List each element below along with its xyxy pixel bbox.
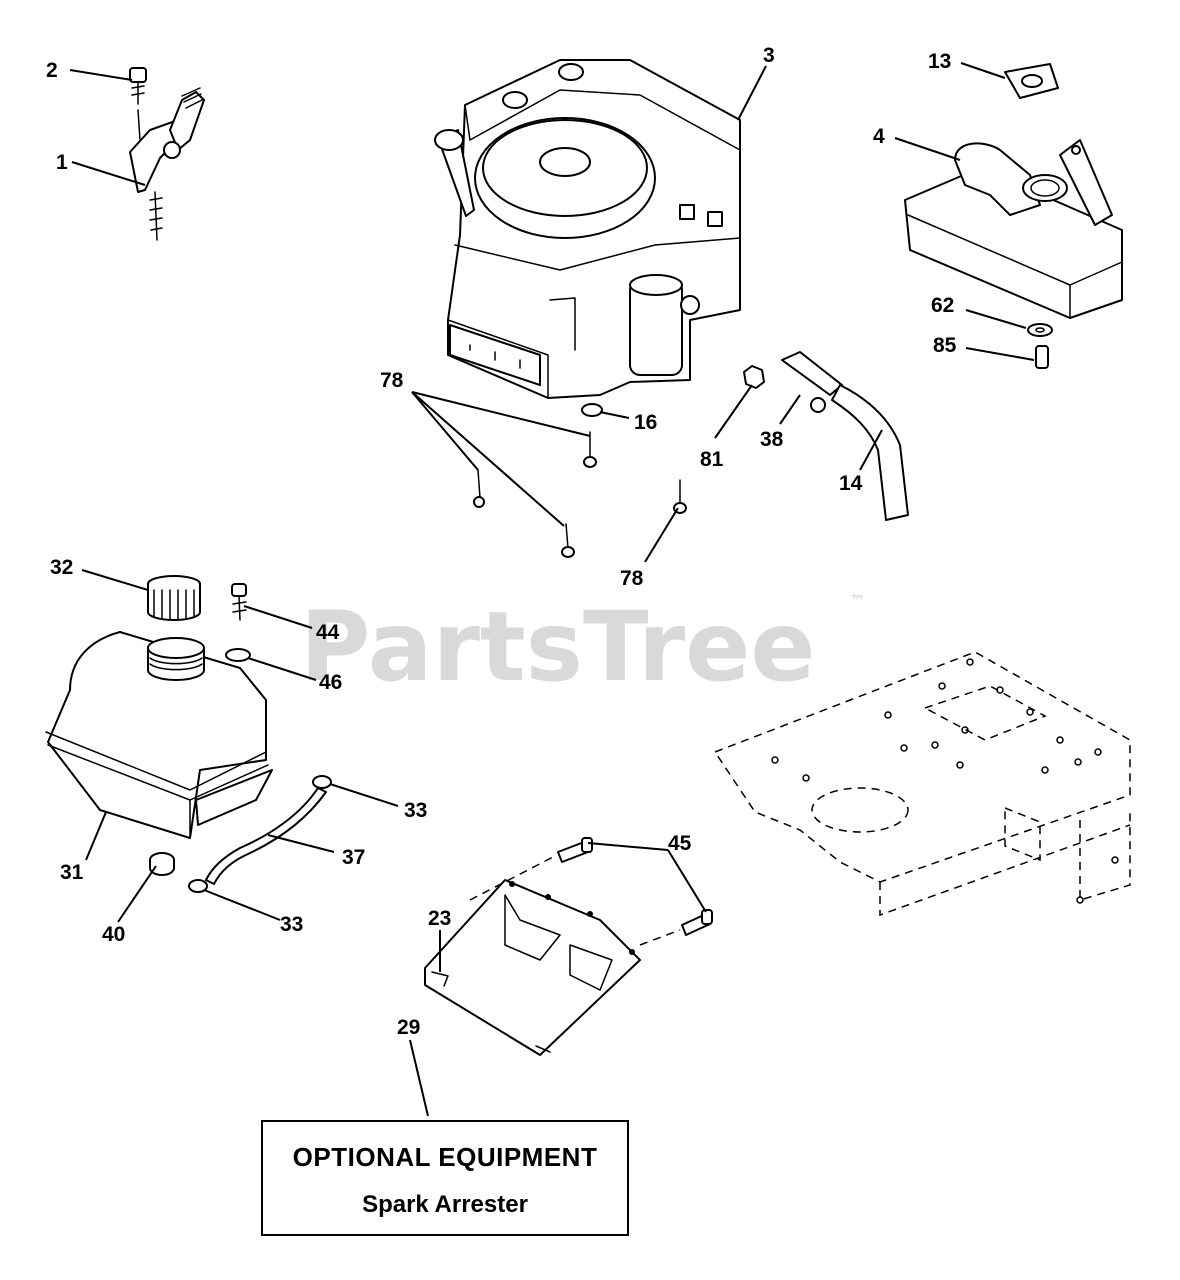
label-78-upper[interactable]: 78 xyxy=(380,369,404,392)
fuel-line[interactable] xyxy=(205,787,327,885)
label-38[interactable]: 38 xyxy=(760,428,784,451)
engine-bolts[interactable] xyxy=(473,431,687,558)
fuel-connector[interactable] xyxy=(781,351,843,413)
label-46[interactable]: 46 xyxy=(319,671,342,694)
label-45[interactable]: 45 xyxy=(668,832,692,855)
label-78-lower[interactable]: 78 xyxy=(620,567,644,590)
bolt-45-upper[interactable] xyxy=(469,837,593,901)
label-62[interactable]: 62 xyxy=(931,294,954,317)
nut-81[interactable] xyxy=(743,365,765,389)
heat-shield[interactable] xyxy=(424,879,641,1056)
label-81[interactable]: 81 xyxy=(700,448,724,471)
label-16[interactable]: 16 xyxy=(634,411,657,434)
label-33-upper[interactable]: 33 xyxy=(404,799,427,822)
label-23[interactable]: 23 xyxy=(428,907,451,930)
hose-clamp-upper[interactable] xyxy=(312,775,332,789)
fuel-hose[interactable] xyxy=(831,384,909,521)
label-2[interactable]: 2 xyxy=(46,59,58,82)
fuel-cap[interactable] xyxy=(147,575,201,621)
washer-16[interactable] xyxy=(581,403,603,417)
hose-clamp-lower[interactable] xyxy=(188,879,208,893)
muffler-gasket[interactable] xyxy=(1004,63,1059,99)
watermark-trademark: ™ xyxy=(850,592,865,610)
label-40[interactable]: 40 xyxy=(102,923,125,946)
spark-arrester-label: Spark Arrester xyxy=(362,1191,528,1218)
washer-46[interactable] xyxy=(225,648,251,662)
label-4[interactable]: 4 xyxy=(873,125,885,148)
label-31[interactable]: 31 xyxy=(60,861,84,884)
label-33-lower[interactable]: 33 xyxy=(280,913,303,936)
label-13[interactable]: 13 xyxy=(928,50,951,73)
label-85[interactable]: 85 xyxy=(933,334,957,357)
muffler-bolt[interactable] xyxy=(1035,345,1049,369)
muffler[interactable] xyxy=(904,139,1123,319)
leader-lines xyxy=(69,62,1035,1117)
bolt-45-lower[interactable] xyxy=(639,909,713,946)
label-3[interactable]: 3 xyxy=(763,44,775,67)
watermark: PartsTree ™ xyxy=(300,591,865,703)
engine[interactable] xyxy=(434,59,741,399)
label-14[interactable]: 14 xyxy=(839,472,863,495)
label-1[interactable]: 1 xyxy=(56,151,68,174)
label-32[interactable]: 32 xyxy=(50,556,73,579)
optional-equipment-box: OPTIONAL EQUIPMENT Spark Arrester xyxy=(261,1120,629,1236)
throttle-control-lever[interactable] xyxy=(129,87,205,241)
tractor-frame xyxy=(713,651,1131,917)
lever-screw[interactable] xyxy=(129,67,147,141)
screw-44[interactable] xyxy=(231,583,247,621)
bushing-40[interactable] xyxy=(149,852,175,876)
part-labels: 2 1 3 13 4 62 85 78 16 81 38 14 78 32 44… xyxy=(46,44,957,1039)
label-29[interactable]: 29 xyxy=(397,1016,420,1039)
optional-equipment-title: OPTIONAL EQUIPMENT xyxy=(292,1142,598,1172)
watermark-brand: PartsTree xyxy=(300,591,815,703)
label-37[interactable]: 37 xyxy=(342,846,365,869)
fuel-tank[interactable] xyxy=(45,631,273,839)
label-44[interactable]: 44 xyxy=(316,621,340,644)
muffler-washer[interactable] xyxy=(1027,323,1053,337)
